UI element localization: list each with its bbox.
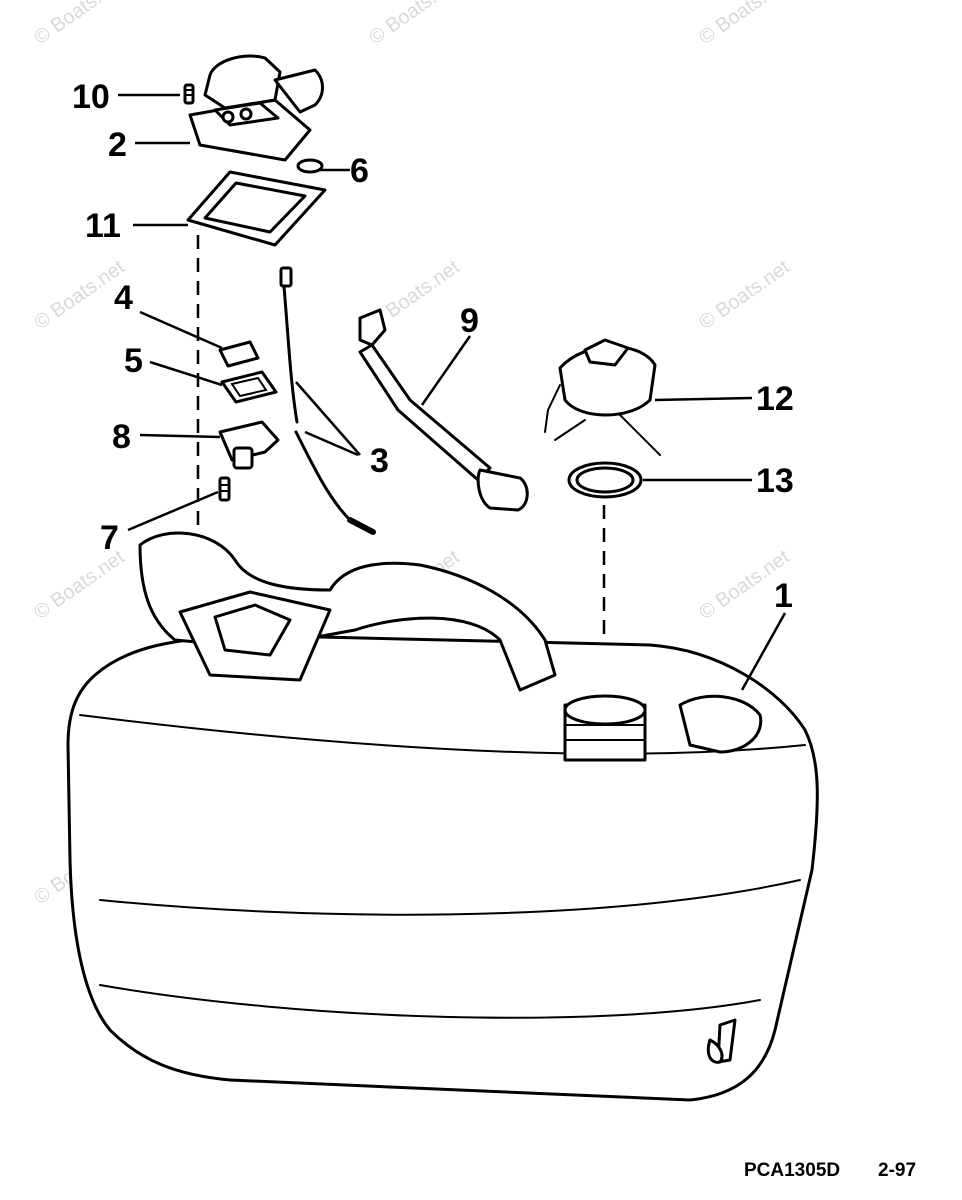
callout-11: 11 <box>85 207 121 245</box>
figure-code: PCA1305D <box>744 1160 841 1181</box>
plate-4 <box>218 340 260 368</box>
o-ring-6 <box>296 158 324 174</box>
callout-8: 8 <box>112 418 131 456</box>
callout-12: 12 <box>756 380 794 418</box>
callout-labels: 1 2 3 4 5 6 7 8 9 10 11 12 13 <box>72 78 794 615</box>
callout-2: 2 <box>108 126 127 164</box>
callout-6: 6 <box>350 152 369 190</box>
cap-gasket-13 <box>567 461 643 499</box>
seal-5 <box>220 370 278 404</box>
leader-lines <box>118 93 787 691</box>
watermark: © Boats.net <box>695 256 794 334</box>
screw-10 <box>183 83 195 105</box>
fuel-tank <box>66 531 819 1102</box>
screw-7 <box>218 476 231 502</box>
pickup-tube-3 <box>279 266 376 535</box>
watermark: © Boats.net <box>695 0 794 49</box>
watermark: © Boats.net <box>365 0 464 49</box>
fill-cap-12 <box>544 338 661 456</box>
callout-7: 7 <box>100 519 119 557</box>
callout-10: 10 <box>72 78 110 116</box>
fuel-connector-housing <box>188 54 324 162</box>
watermark: © Boats.net <box>30 546 129 624</box>
callout-3: 3 <box>370 442 389 480</box>
figure-date: 2-97 <box>878 1160 917 1181</box>
callout-4: 4 <box>114 279 133 317</box>
callout-13: 13 <box>756 462 794 500</box>
callout-9: 9 <box>460 302 479 340</box>
gasket-11 <box>186 170 327 247</box>
callout-1: 1 <box>774 577 793 615</box>
watermark: © Boats.net <box>30 0 129 49</box>
float-arm-9 <box>358 308 529 512</box>
gauge-clip-8 <box>218 420 280 470</box>
callout-5: 5 <box>124 342 143 380</box>
